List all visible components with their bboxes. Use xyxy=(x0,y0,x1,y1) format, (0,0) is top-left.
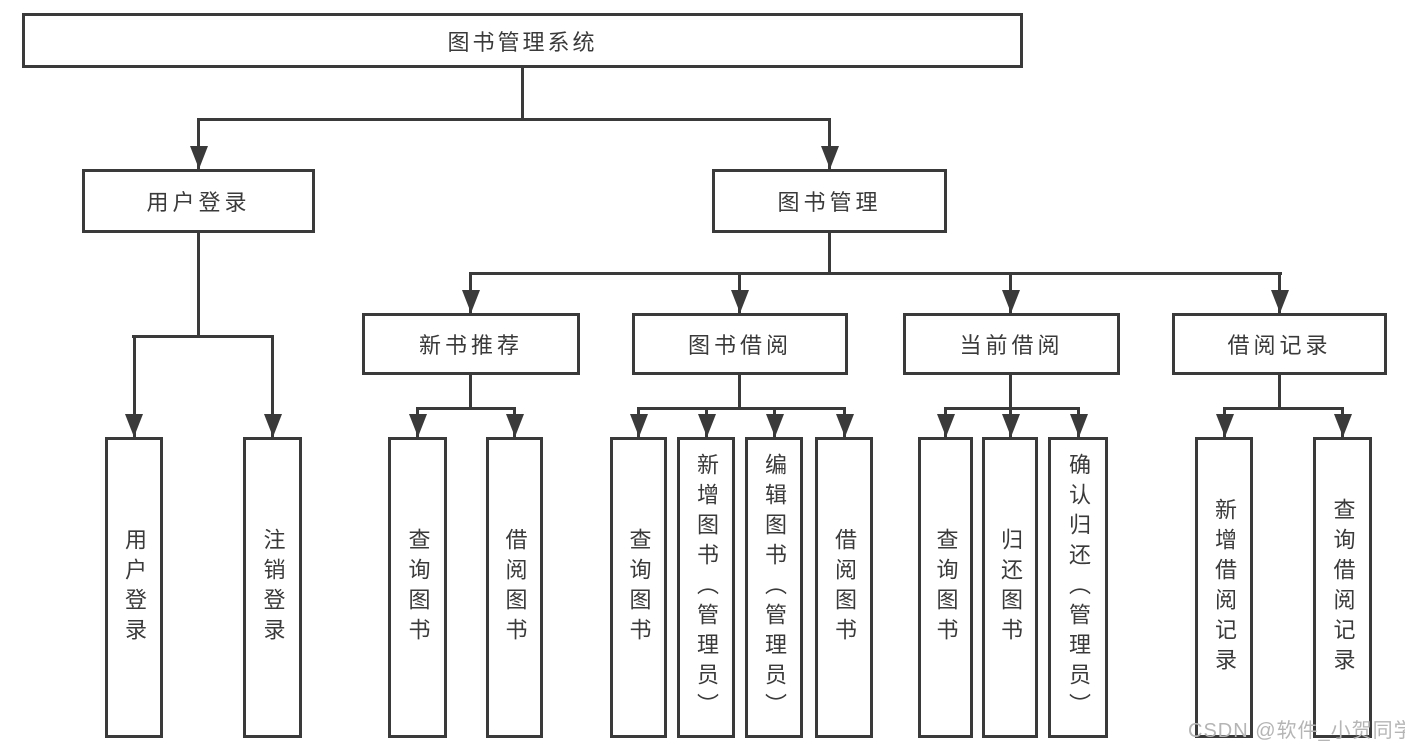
arrow-down-icon xyxy=(1271,290,1289,313)
node-confirm-return-admin-label: 确认归还（管理员） xyxy=(1066,452,1091,723)
arrow-down-icon xyxy=(821,146,839,169)
arrow-down-icon xyxy=(1334,414,1352,437)
connector-root-stem xyxy=(521,66,524,120)
arrow-down-icon xyxy=(836,414,854,437)
node-borrow-books-2: 借阅图书 xyxy=(815,437,873,738)
arrow-down-icon xyxy=(409,414,427,437)
node-book-management: 图书管理 xyxy=(712,169,947,233)
node-current-borrowing: 当前借阅 xyxy=(903,313,1120,375)
arrow-down-icon xyxy=(462,290,480,313)
arrow-down-icon xyxy=(264,414,282,437)
node-current-borrowing-label: 当前借阅 xyxy=(959,333,1064,358)
node-add-books-admin-label: 新增图书（管理员） xyxy=(694,452,719,723)
arrow-down-icon xyxy=(630,414,648,437)
node-return-books: 归还图书 xyxy=(982,437,1038,738)
node-confirm-return-admin: 确认归还（管理员） xyxy=(1048,437,1108,738)
connector-new-book-stem xyxy=(469,373,472,410)
arrow-down-icon xyxy=(190,146,208,169)
node-logout-label: 注销登录 xyxy=(260,527,286,648)
node-query-books-3: 查询图书 xyxy=(918,437,973,738)
node-borrow-books-1-label: 借阅图书 xyxy=(502,527,528,648)
node-query-books-2: 查询图书 xyxy=(610,437,667,738)
node-logout: 注销登录 xyxy=(243,437,302,738)
node-borrow-books-2-label: 借阅图书 xyxy=(832,527,857,648)
node-add-books-admin: 新增图书（管理员） xyxy=(677,437,735,738)
node-library-system: 图书管理系统 xyxy=(22,13,1023,68)
node-query-books-2-label: 查询图书 xyxy=(626,527,652,648)
connector-root-branch xyxy=(197,118,831,121)
node-borrowing-records-label: 借阅记录 xyxy=(1227,333,1332,358)
arrow-down-icon xyxy=(937,414,955,437)
arrow-down-icon xyxy=(1002,290,1020,313)
connector-current-borrow-branch xyxy=(944,407,1080,410)
connector-new-book-branch xyxy=(416,407,516,410)
node-borrowing-records: 借阅记录 xyxy=(1172,313,1387,375)
arrow-down-icon xyxy=(506,414,524,437)
node-library-system-label: 图书管理系统 xyxy=(447,29,598,55)
arrow-down-icon xyxy=(731,290,749,313)
connector-to-book-mgmt xyxy=(828,118,831,169)
arrow-down-icon xyxy=(125,414,143,437)
connector-current-borrow-stem xyxy=(1009,373,1012,410)
connector-book-mgmt-stem xyxy=(828,231,831,275)
node-add-borrow-record-label: 新增借阅记录 xyxy=(1212,497,1237,678)
node-new-book-recommend-label: 新书推荐 xyxy=(418,333,523,358)
node-query-borrow-record-label: 查询借阅记录 xyxy=(1330,497,1356,678)
connector-book-borrow-stem xyxy=(738,373,741,410)
node-user-login: 用户登录 xyxy=(82,169,315,233)
connector-to-logout-leaf xyxy=(271,335,274,437)
node-query-borrow-record: 查询借阅记录 xyxy=(1313,437,1372,738)
node-user-login-leaf-label: 用户登录 xyxy=(122,527,147,648)
connector-book-mgmt-branch xyxy=(469,272,1282,275)
arrow-down-icon xyxy=(698,414,716,437)
connector-book-borrow-branch xyxy=(637,407,846,410)
arrow-down-icon xyxy=(1070,414,1088,437)
node-book-borrowing: 图书借阅 xyxy=(632,313,848,375)
connector-user-login-branch xyxy=(132,335,274,338)
arrow-down-icon xyxy=(1216,414,1234,437)
node-user-login-leaf: 用户登录 xyxy=(105,437,163,738)
node-return-books-label: 归还图书 xyxy=(998,527,1023,648)
node-book-borrowing-label: 图书借阅 xyxy=(687,333,792,358)
node-query-books-1-label: 查询图书 xyxy=(405,527,431,648)
node-query-books-3-label: 查询图书 xyxy=(933,527,959,648)
node-borrow-books-1: 借阅图书 xyxy=(486,437,543,738)
node-edit-books-admin-label: 编辑图书（管理员） xyxy=(762,452,787,723)
node-query-books-1: 查询图书 xyxy=(388,437,447,738)
node-edit-books-admin: 编辑图书（管理员） xyxy=(745,437,803,738)
csdn-watermark: CSDN @软件_小贺同学 xyxy=(1188,720,1405,742)
node-user-login-label: 用户登录 xyxy=(146,190,251,215)
connector-to-user-login-leaf xyxy=(133,335,136,437)
arrow-down-icon xyxy=(1002,414,1020,437)
node-add-borrow-record: 新增借阅记录 xyxy=(1195,437,1253,738)
node-new-book-recommend: 新书推荐 xyxy=(362,313,580,375)
connector-to-user-login xyxy=(197,118,200,169)
connector-borrow-record-stem xyxy=(1278,373,1281,410)
arrow-down-icon xyxy=(766,414,784,437)
node-book-management-label: 图书管理 xyxy=(777,190,882,215)
connector-user-login-stem xyxy=(197,231,200,337)
connector-borrow-record-branch xyxy=(1223,407,1344,410)
